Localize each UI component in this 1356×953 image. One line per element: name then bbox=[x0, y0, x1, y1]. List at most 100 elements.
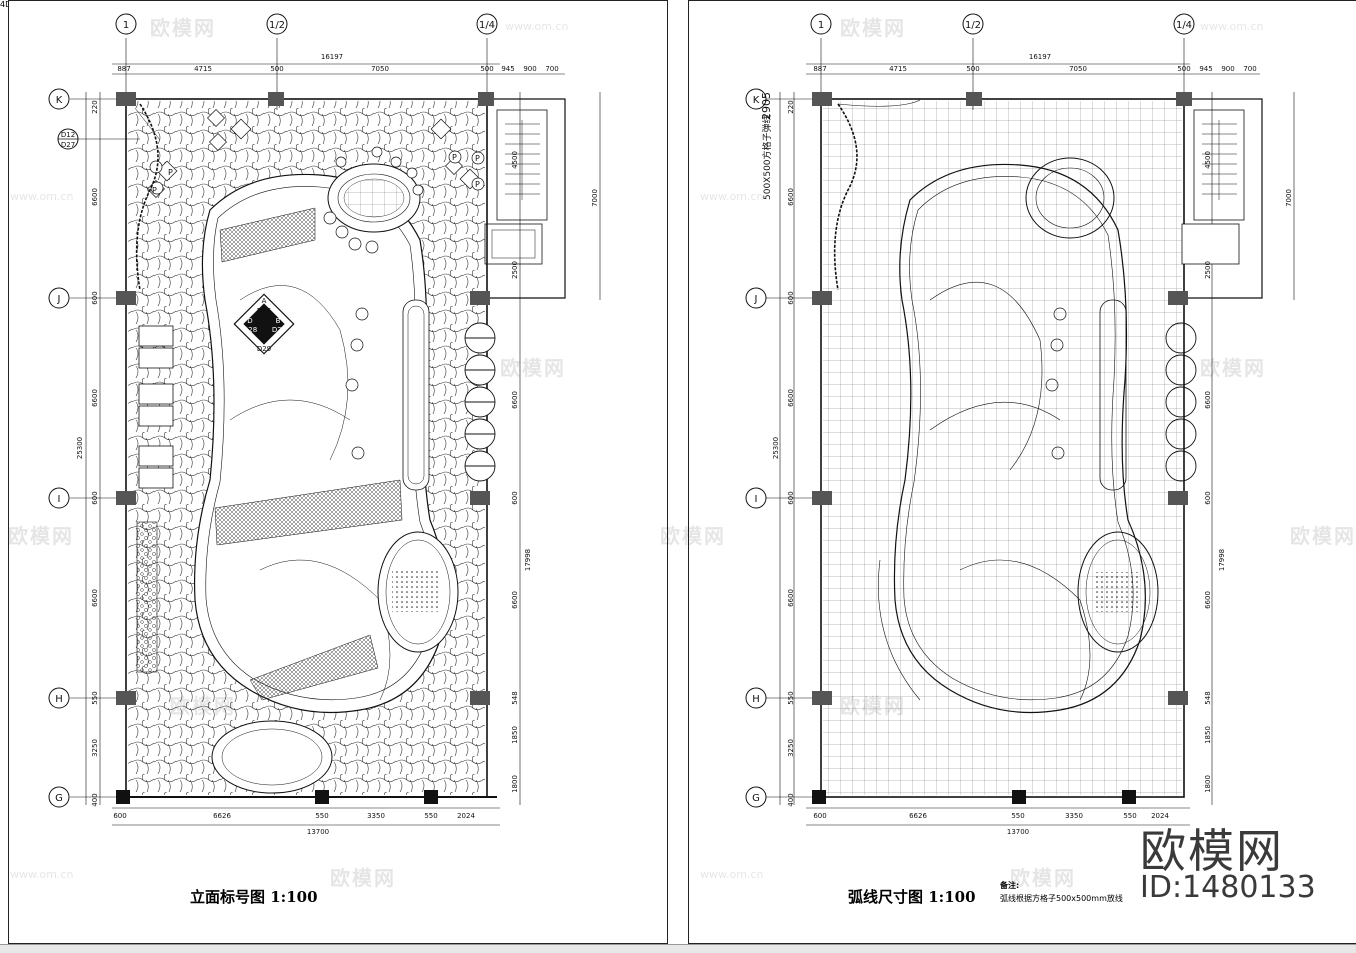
diamond-label: D28 bbox=[243, 326, 257, 334]
left-dim: 3250 bbox=[787, 739, 795, 757]
diamond-label: D bbox=[247, 317, 252, 325]
right-dim: 6600 bbox=[511, 391, 519, 409]
right-row-label-i: I bbox=[755, 494, 758, 505]
diamond-label: C bbox=[262, 335, 267, 343]
left-dim: 220 bbox=[787, 100, 795, 113]
right-dim: 7000 bbox=[1285, 189, 1293, 207]
right-dim: 7000 bbox=[591, 189, 599, 207]
diamond-label: A bbox=[262, 297, 267, 305]
left-total: 25300 bbox=[772, 437, 780, 459]
right-axis-bubbles bbox=[745, 13, 1195, 808]
bottom-dim: 6626 bbox=[213, 812, 231, 820]
top-dim: 945 bbox=[1199, 65, 1212, 73]
brand-logo-text: 欧模网 bbox=[1140, 824, 1284, 878]
watermark: 欧模网 bbox=[170, 694, 236, 718]
right-col-label-2: 1/2 bbox=[965, 20, 981, 31]
svg-text:P: P bbox=[452, 153, 457, 162]
top-total: 16197 bbox=[1029, 53, 1051, 61]
diamond-label: D20 bbox=[272, 326, 286, 334]
svg-text:P: P bbox=[475, 154, 480, 163]
diamond-label: D26 bbox=[257, 307, 272, 315]
left-dim: 6600 bbox=[787, 188, 795, 206]
bottom-total: 13700 bbox=[1007, 828, 1029, 836]
bottom-dim: 550 bbox=[1123, 812, 1136, 820]
top-dim: 7050 bbox=[1069, 65, 1087, 73]
right-total: 17998 bbox=[1218, 549, 1226, 571]
right-total: 17998 bbox=[524, 549, 532, 571]
top-dim: 700 bbox=[1243, 65, 1256, 73]
bottom-dim: 3350 bbox=[367, 812, 385, 820]
left-row-label-g: G bbox=[55, 793, 63, 804]
bottom-dim: 6626 bbox=[909, 812, 927, 820]
left-row-label-j: J bbox=[57, 294, 61, 305]
left-dim: 600 bbox=[91, 291, 99, 304]
elevation-diamond bbox=[233, 293, 295, 355]
top-dim: 4715 bbox=[194, 65, 212, 73]
diamond-label: B bbox=[276, 317, 281, 325]
bottom-dim: 600 bbox=[113, 812, 126, 820]
watermark: 欧模网 bbox=[150, 16, 216, 40]
left-dim: 600 bbox=[787, 291, 795, 304]
bottom-dim: 550 bbox=[424, 812, 437, 820]
right-plan bbox=[766, 38, 1295, 826]
callout-top: D12 bbox=[61, 131, 75, 139]
svg-text:P: P bbox=[475, 180, 480, 189]
left-col-label-3: 1/4 bbox=[479, 20, 495, 31]
bottom-dim: 550 bbox=[315, 812, 328, 820]
callout-bottom: D27 bbox=[61, 141, 75, 149]
right-dim: 548 bbox=[1204, 691, 1212, 704]
grid-note-value: 2905 bbox=[760, 92, 773, 120]
left-plan: P P P P P bbox=[57, 38, 601, 826]
left-dim: 6600 bbox=[91, 589, 99, 607]
top-dim: 500 bbox=[1177, 65, 1190, 73]
bottom-dim: 600 bbox=[813, 812, 826, 820]
note-label: 备注: bbox=[1000, 881, 1020, 890]
right-row-label-g: G bbox=[752, 793, 760, 804]
bottom-total: 13700 bbox=[307, 828, 329, 836]
left-axis-bubbles bbox=[48, 13, 498, 808]
top-dim: 4715 bbox=[889, 65, 907, 73]
bottom-dim: 2024 bbox=[1151, 812, 1169, 820]
watermark-url: www.om.cn bbox=[700, 190, 764, 203]
right-dim: 1800 bbox=[1204, 775, 1212, 793]
right-dim: 1850 bbox=[511, 726, 519, 744]
left-dim: 600 bbox=[91, 491, 99, 504]
right-col-label-1: 1 bbox=[818, 20, 824, 31]
right-dim: 6600 bbox=[1204, 391, 1212, 409]
top-dim: 500 bbox=[480, 65, 493, 73]
watermark: 欧模网 bbox=[840, 694, 906, 718]
top-dim: 700 bbox=[545, 65, 558, 73]
left-total: 25300 bbox=[76, 437, 84, 459]
brand-id: ID:1480133 bbox=[1140, 870, 1316, 905]
left-dim: 3250 bbox=[91, 739, 99, 757]
grid-note: 500X500方格子弹线 bbox=[761, 114, 773, 200]
watermark: 欧模网 bbox=[500, 356, 566, 380]
right-dim: 6600 bbox=[1204, 591, 1212, 609]
watermark: 欧模网 bbox=[1200, 356, 1266, 380]
left-dim: 550 bbox=[91, 691, 99, 704]
top-dim: 945 bbox=[501, 65, 514, 73]
right-dim: 1850 bbox=[1204, 726, 1212, 744]
watermark: 欧模网 bbox=[840, 16, 906, 40]
right-drawing-title: 弧线尺寸图 1:100 bbox=[848, 888, 976, 906]
right-col-label-3: 1/4 bbox=[1176, 20, 1192, 31]
top-dim: 500 bbox=[966, 65, 979, 73]
svg-text:P: P bbox=[152, 186, 157, 195]
right-dim: 4500 bbox=[1204, 151, 1212, 169]
watermark: 欧模网 bbox=[1290, 524, 1356, 548]
right-row-label-j: J bbox=[754, 294, 758, 305]
left-dim: 6600 bbox=[787, 589, 795, 607]
watermark: 欧模网 bbox=[660, 524, 726, 548]
right-dim: 600 bbox=[511, 491, 519, 504]
svg-text:P: P bbox=[168, 168, 173, 177]
left-dim: 6600 bbox=[91, 389, 99, 407]
left-dim: 550 bbox=[787, 691, 795, 704]
top-total: 16197 bbox=[321, 53, 343, 61]
watermark-url: www.om.cn bbox=[700, 868, 764, 881]
left-dim: 400 bbox=[91, 793, 99, 806]
top-dim: 500 bbox=[270, 65, 283, 73]
watermark-url: www.om.cn bbox=[10, 868, 74, 881]
left-dim: 400 bbox=[787, 793, 795, 806]
left-dim: 220 bbox=[91, 100, 99, 113]
left-drawing-title: 立面标号图 1:100 bbox=[190, 888, 318, 906]
